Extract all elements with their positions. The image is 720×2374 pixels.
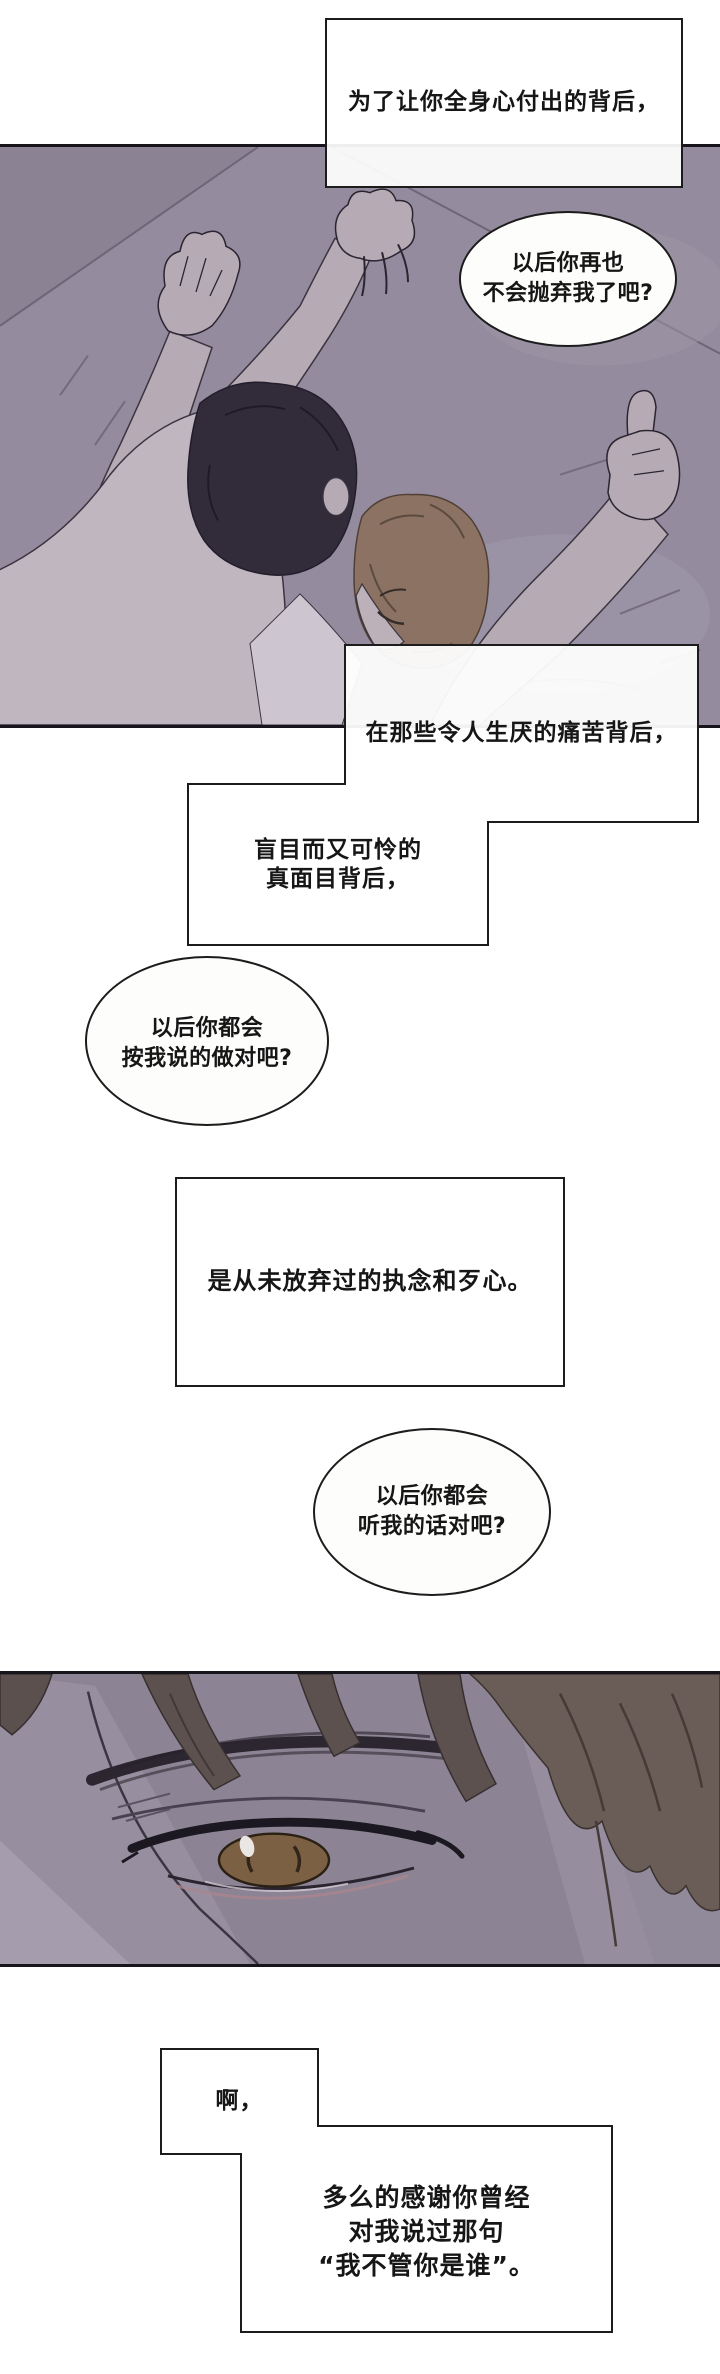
hair-strand [297, 1674, 362, 1758]
bubble-line: 按我说的做对吧? [121, 1046, 293, 1071]
panel-eye-closeup [0, 1671, 720, 1967]
caption-line: 对我说过那句 [348, 2217, 505, 2246]
temple-light [0, 1674, 250, 1964]
caption-box-e: 多么的感谢你曾经 对我说过那句 “我不管你是谁”。 [241, 2126, 612, 2332]
bubble-line: 以后你再也 [511, 251, 625, 276]
upper-lash-line [127, 1817, 437, 1853]
caption-box-d: 啊， [161, 2049, 318, 2154]
knuckle-lines [631, 448, 665, 476]
caption-line: 真面目背后， [266, 865, 410, 892]
caption-group-de-outline [160, 2048, 613, 2333]
caption-box-a: 在那些令人生厌的痛苦背后， [345, 645, 698, 822]
caption-union-shape [160, 2048, 613, 2333]
bubble-line: 听我的话对吧? [357, 1514, 507, 1539]
caption-line: 盲目而又可怜的 [254, 836, 422, 863]
caption-line: 多么的感谢你曾经 [322, 2183, 531, 2212]
caption-text: 是从未放弃过的执念和歹心。 [207, 1267, 533, 1296]
face-contour-line [86, 1691, 259, 1964]
caption-box-top: 为了让你全身心付出的背后， [325, 18, 683, 188]
bubble-line: 以后你都会 [150, 1016, 264, 1041]
speech-bubble-2: 以后你都会 按我说的做对吧? [85, 956, 329, 1126]
eyebrow-line [379, 588, 407, 597]
eyebrow-stroke [99, 1750, 461, 1791]
hair-strand-lines [207, 405, 339, 521]
finger-lines [179, 256, 223, 297]
waterline-glint [204, 1880, 349, 1893]
thumb [626, 389, 657, 442]
hair-strand [0, 1674, 53, 1736]
under-eye-pink [175, 1874, 409, 1900]
caption-box-c: 是从未放弃过的执念和歹心。 [175, 1177, 565, 1387]
outer-lash-flick [415, 1830, 465, 1859]
bubble-line: 以后你都会 [375, 1484, 489, 1509]
iris [217, 1832, 331, 1888]
bubble-line: 不会抛弃我了吧? [482, 281, 654, 306]
finger-lines [361, 243, 409, 297]
caption-text: 在那些令人生厌的痛苦背后， [365, 719, 678, 746]
caption-line: “我不管你是谁”。 [318, 2251, 535, 2280]
eyebrow [86, 1735, 474, 1786]
hair-strand [141, 1674, 242, 1791]
caption-text: 啊， [215, 2087, 264, 2114]
hair-strand-lines [558, 1693, 704, 1947]
caption-box-b: 盲目而又可怜的 真面目背后， [188, 784, 488, 945]
sheet-edge-line [0, 147, 259, 327]
speech-bubble-3: 以后你都会 听我的话对吧? [313, 1428, 551, 1596]
eye-closeup-illustration [0, 1674, 720, 1964]
hair-mass-right [468, 1674, 720, 1912]
pupil-mark [292, 1845, 302, 1873]
crease-marks [117, 1792, 171, 1822]
caption-text: 为了让你全身心付出的背后， [348, 89, 660, 116]
hair-strand-line [169, 1693, 215, 1777]
speech-bubble-1: 以后你再也 不会抛弃我了吧? [459, 211, 677, 347]
closed-eye-line [377, 610, 405, 625]
ear [322, 477, 350, 517]
dark-hair-head [187, 381, 358, 576]
eyebrow-stroke [119, 1731, 431, 1770]
inner-corner-line [121, 1851, 139, 1864]
caption-union-shape [187, 644, 699, 946]
eyelid-crease [111, 1796, 426, 1821]
hair-strand [417, 1674, 497, 1803]
lower-lash-line [167, 1866, 415, 1891]
thumbs-up-hand [606, 429, 681, 521]
caption-group-ab-outline [187, 644, 699, 946]
eye-highlight [239, 1835, 255, 1857]
